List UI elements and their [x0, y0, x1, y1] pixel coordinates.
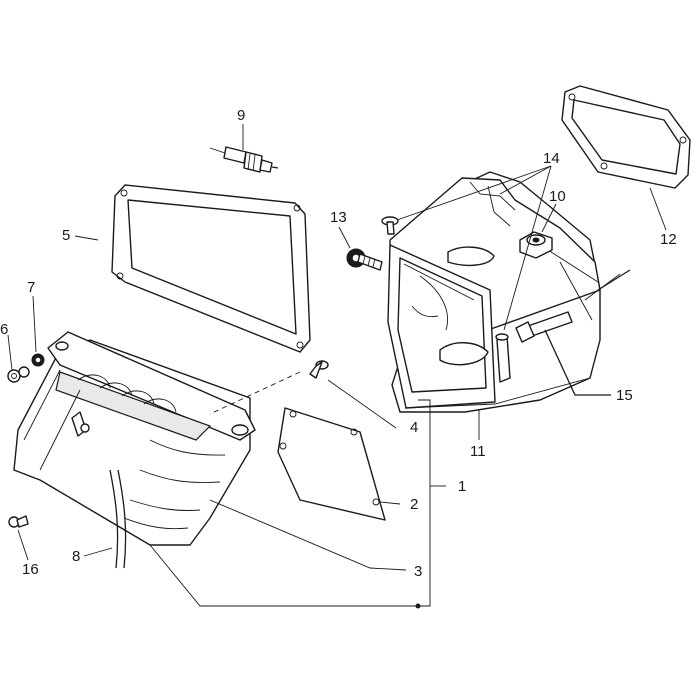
plate-2: [277, 407, 386, 521]
callout-9: 9: [237, 107, 245, 124]
spark-plug: [209, 146, 279, 173]
washer-and-nut: [7, 353, 45, 383]
callout-14: 14: [543, 150, 560, 167]
callout-4: 4: [410, 419, 418, 436]
callout-7: 7: [27, 279, 35, 296]
callout-10: 10: [549, 188, 566, 205]
callout-11: 11: [470, 443, 486, 460]
assembly-dash-1: [209, 371, 301, 415]
cylinder-head-body: [387, 171, 631, 413]
callout-8: 8: [72, 548, 80, 565]
gasket-5: [111, 184, 311, 353]
callout-13: 13: [330, 209, 347, 226]
callout-6: 6: [0, 321, 8, 338]
callout-2: 2: [410, 496, 418, 513]
leader-lines: [7, 124, 667, 609]
gasket-12: [561, 85, 691, 189]
screw-4: [309, 360, 329, 379]
bolt-16: [8, 515, 29, 528]
callout-12: 12: [660, 231, 677, 248]
screw-14: [381, 216, 399, 235]
drive-gear: [346, 248, 383, 271]
callout-1: 1: [458, 478, 466, 495]
callout-3: 3: [414, 563, 422, 580]
callout-15: 15: [616, 387, 633, 404]
valve-cover: [13, 331, 256, 569]
callout-5: 5: [62, 227, 70, 244]
callout-16: 16: [22, 561, 39, 578]
